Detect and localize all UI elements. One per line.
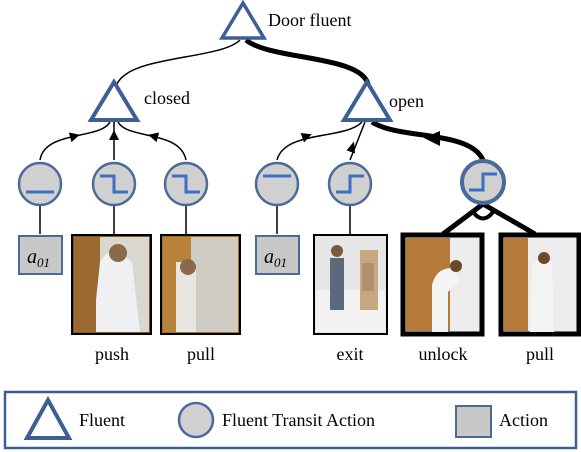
edge-open-mid	[349, 121, 366, 161]
person-head	[109, 244, 127, 262]
person-shirt	[432, 268, 460, 332]
square-icon	[455, 405, 492, 438]
and-arc	[471, 210, 495, 221]
person-head	[331, 245, 343, 257]
action-photo-push	[71, 234, 152, 335]
person-body	[362, 263, 374, 291]
legend-fluent: Fluent	[79, 410, 125, 430]
edge-root-closed	[116, 39, 241, 85]
action-photo-unlock	[400, 232, 485, 337]
person-shirt	[530, 259, 554, 332]
a01-sub: 01	[274, 255, 287, 270]
edge-open-left	[276, 121, 363, 161]
arrow-open-right	[424, 131, 440, 146]
person-head	[180, 259, 196, 275]
action-a01-open: a01	[255, 235, 300, 275]
triangle-icon	[23, 395, 73, 440]
a01-base: a	[264, 246, 274, 268]
transit-node-open-unlock-pull	[460, 159, 506, 205]
edge-closed-right	[117, 121, 187, 161]
caption-push: push	[95, 344, 129, 364]
edge-c6-pull	[481, 201, 537, 237]
arrow-open-left	[300, 133, 312, 143]
open-label: open	[389, 91, 424, 111]
legend-transit: Fluent Transit Action	[222, 410, 375, 430]
caption-unlock: unlock	[419, 344, 468, 364]
edge-root-open	[244, 37, 371, 86]
person-head	[538, 252, 550, 264]
arrow-closed-mid	[109, 130, 119, 140]
transit-node-constant-open	[254, 161, 300, 207]
caption-pull-closed: pull	[187, 344, 215, 364]
circle-icon	[177, 401, 215, 439]
root-label: Door fluent	[268, 10, 351, 30]
svg-text:a01: a01	[264, 246, 287, 270]
action-photo-exit	[313, 234, 388, 335]
transit-node-constant-closed	[17, 161, 63, 207]
person-body	[330, 258, 344, 310]
a01-base: a	[27, 246, 37, 268]
transit-node-close-push	[91, 161, 137, 207]
legend: Fluent Fluent Transit Action Action	[3, 390, 578, 450]
action-photo-pull-open	[498, 232, 581, 337]
caption-pull-open: pull	[526, 344, 554, 364]
transit-node-open-exit	[327, 161, 373, 207]
svg-text:a01: a01	[27, 246, 50, 270]
action-photo-pull-closed	[160, 234, 241, 335]
legend-action: Action	[499, 410, 548, 430]
action-a01-closed: a01	[18, 235, 63, 275]
caption-exit: exit	[337, 344, 364, 364]
person-shirt	[96, 251, 140, 332]
step-down-icon	[100, 174, 128, 194]
transit-node-close-pull	[163, 161, 209, 207]
arrow-open-mid	[346, 141, 355, 154]
a01-sub: 01	[37, 255, 50, 270]
person-shirt	[176, 262, 196, 332]
open-triangle	[340, 78, 394, 122]
root-triangle	[218, 0, 268, 40]
edge-open-right	[370, 119, 486, 162]
edge-closed-left	[39, 121, 111, 161]
closed-triangle	[87, 78, 141, 122]
arrow-closed-right	[148, 132, 160, 143]
closed-label: closed	[144, 88, 190, 108]
step-up-icon	[469, 172, 497, 192]
step-down-icon	[172, 174, 200, 194]
step-up-icon	[336, 174, 364, 194]
edge-c6-unlock	[441, 202, 485, 236]
arrow-closed-left	[68, 132, 80, 143]
person-head	[450, 260, 462, 272]
